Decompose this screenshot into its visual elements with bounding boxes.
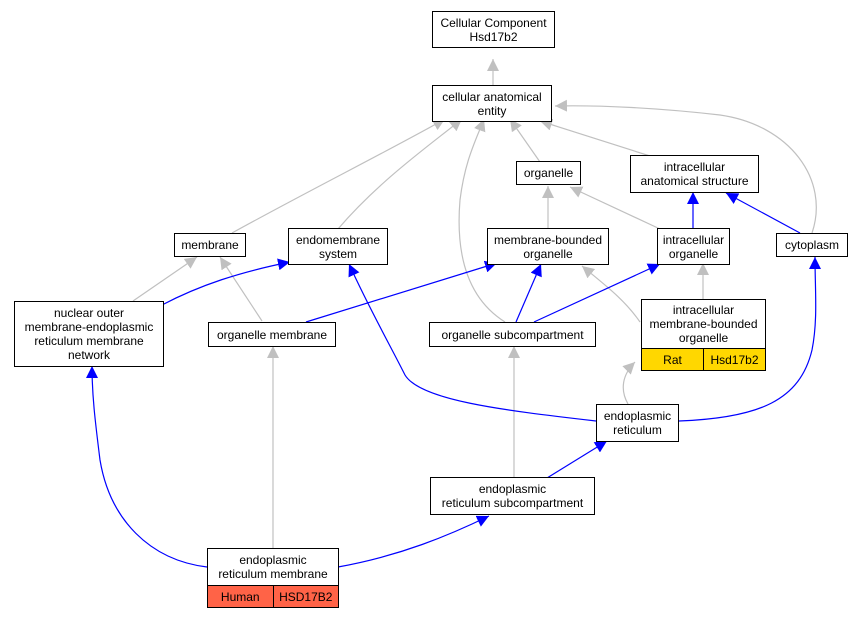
edge-erm-ersc [337,515,490,568]
edge-erm-nom [86,365,208,568]
node-label-line: Hsd17b2 [469,29,518,44]
edge-org-cae [509,118,541,163]
node-label-line: endomembrane [295,232,381,247]
edge-cyto-ias [725,192,801,234]
gene-label: HSD17B2 [272,586,339,607]
node-label-line: endoplasmic [603,409,672,423]
node-label-line: organelle [523,246,573,261]
node-label-line: membrane-bounded [649,317,758,331]
node-cytoplasm[interactable]: cytoplasm [776,233,848,257]
edge-osc-cae [458,118,506,323]
gene-label: Hsd17b2 [703,349,765,370]
edge-ems-cae [337,118,463,230]
node-label-line: membrane [181,238,239,252]
node-label-line: membrane-endoplasmic [24,320,154,334]
species-gene-tag: Human HSD17B2 [208,585,338,607]
node-label-line: organelle [523,166,574,180]
edge-ias-cae [539,118,651,157]
node-label-line: reticulum [613,423,662,437]
node-label-line: cellular anatomical [442,89,542,104]
edge-imbo-mbo [581,265,641,323]
node-label: cytoplasm [777,234,847,256]
edge-er-cyto [678,256,822,422]
edge-osc-mbo [515,263,542,323]
node-label-line: endoplasmic [478,482,547,496]
species-gene-tag: Rat Hsd17b2 [642,348,765,370]
node-label-line: cytoplasm [784,238,840,252]
node-label-line: intracellular [663,160,726,174]
node-label-line: anatomical structure [640,174,749,188]
node-label-line: organelle [678,331,729,345]
node-label-line: organelle membrane [216,327,328,342]
node-label: membrane [175,234,245,256]
node-label-line: reticulum subcompartment [441,496,584,510]
edge-io-org [569,186,661,230]
edge-er-imbo [622,361,636,405]
edge-om-mem [219,256,263,322]
node-label-line: organelle [668,246,719,261]
node-label-line: intracellular [662,232,725,247]
edge-om-mbo [305,260,498,323]
node-organelle-membrane[interactable]: organelle membrane [208,322,336,347]
edge-nom-mem [132,256,198,302]
edge-nom-ems [161,258,291,306]
node-label-line: Cellular Component [440,15,547,30]
node-label: organelle [517,162,580,184]
edge-osc-io [533,263,661,323]
node-organelle-subcompartment[interactable]: organelle subcompartment [429,322,596,347]
node-label-line: endoplasmic [239,553,307,567]
edge-cyto-cae [554,99,817,234]
node-label-line: membrane-bounded [493,232,603,247]
species-label: Rat [663,352,682,367]
node-label: organelle subcompartment [430,323,595,346]
edge-er-ems [348,263,597,422]
node-label-line: nuclear outer [53,306,125,320]
node-label-line: organelle subcompartment [441,327,584,342]
node-label-line: network [67,348,111,362]
node-label-line: system [318,246,357,261]
edge-ersc-er [546,440,608,479]
node-label: organelle membrane [209,323,335,346]
node-label-line: entity [477,103,507,118]
species-label: Human [220,589,260,604]
node-organelle[interactable]: organelle [516,161,581,185]
node-membrane[interactable]: membrane [174,233,246,257]
node-label-line: reticulum membrane [34,334,144,348]
node-label-line: reticulum membrane [218,567,328,581]
edge-mem-cae [231,118,446,234]
node-label-line: intracellular [672,303,735,317]
